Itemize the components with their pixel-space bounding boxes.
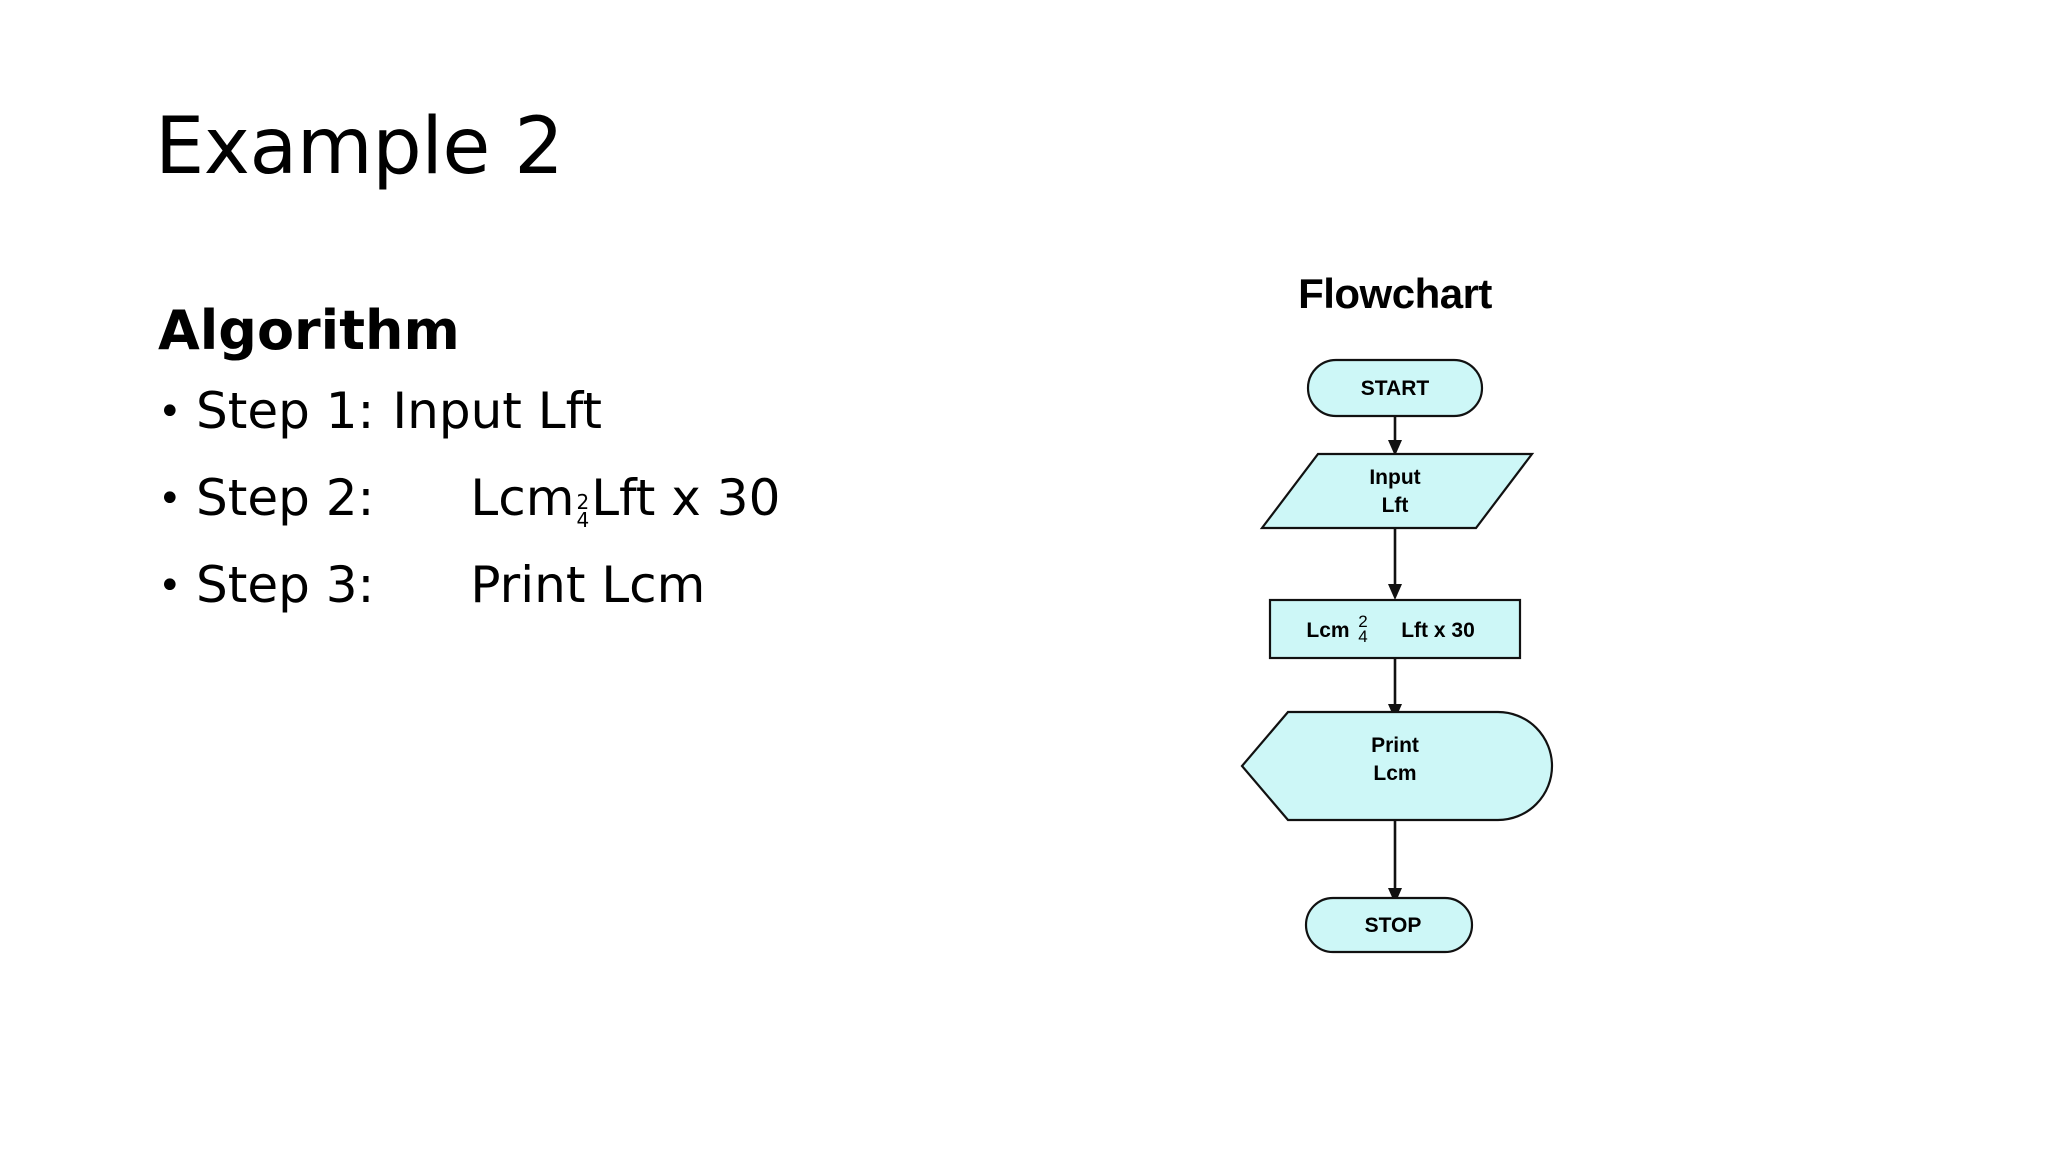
arrowhead-icon xyxy=(1388,584,1402,600)
flowchart-node-process[interactable]: Lcm 2 4 Lft x 30 xyxy=(1268,598,1522,660)
flowchart-node-start[interactable]: START xyxy=(1306,358,1484,418)
step-1-label: Step 1: xyxy=(196,381,375,440)
algorithm-step-1: • Step 1: Input Lft xyxy=(158,368,998,455)
missing-glyph-box-icon: 2 4 xyxy=(576,489,590,533)
flowchart-node-stop[interactable]: STOP xyxy=(1304,896,1474,954)
parallelogram-shape xyxy=(1259,452,1535,530)
node-input-label-line2: Lft xyxy=(1382,494,1409,517)
process-rectangle-shape xyxy=(1268,598,1522,660)
node-print-label-line1: Print xyxy=(1371,734,1419,757)
flowchart-diagram: START Input Lft Lcm 2 4 Lft x 30 Print L… xyxy=(1240,358,1554,954)
algorithm-heading: Algorithm xyxy=(158,299,460,362)
bullet-icon: • xyxy=(158,388,182,435)
bullet-icon: • xyxy=(158,475,182,522)
terminator-shape xyxy=(1304,896,1474,954)
bullet-icon: • xyxy=(158,562,182,609)
step-2-body-before: Lcm xyxy=(470,468,575,527)
node-process-label-suffix: Lft x 30 xyxy=(1401,619,1475,642)
node-input-label-line1: Input xyxy=(1369,466,1420,489)
step-1-body: Input Lft xyxy=(392,381,602,440)
flowchart-heading: Flowchart xyxy=(1298,270,1492,317)
algorithm-section: Algorithm • Step 1: Input Lft • Step 2: … xyxy=(158,300,998,629)
node-start-label: START xyxy=(1361,377,1430,400)
algorithm-step-2: • Step 2: Lcm 2 4 Lft x 30 xyxy=(158,455,998,542)
step-2-label: Step 2: xyxy=(196,468,375,527)
arrowhead-icon xyxy=(1388,440,1402,456)
algorithm-step-3: • Step 3: Print Lcm xyxy=(158,542,998,629)
node-stop-label: STOP xyxy=(1365,914,1422,937)
flowchart-section: Flowchart START Input Lft xyxy=(1180,270,1610,1060)
tofu-top-digit: 2 xyxy=(1358,612,1367,631)
step-3-label: Step 3: xyxy=(196,555,375,614)
node-process-label-prefix: Lcm xyxy=(1306,619,1349,642)
step-3-body: Print Lcm xyxy=(470,555,706,614)
flowchart-node-input[interactable]: Input Lft xyxy=(1259,452,1535,530)
flowchart-node-print[interactable]: Print Lcm xyxy=(1240,710,1554,822)
display-shape xyxy=(1240,710,1554,822)
node-print-label-line2: Lcm xyxy=(1373,762,1416,785)
page-title: Example 2 xyxy=(155,102,564,192)
tofu-bottom-digit: 4 xyxy=(576,508,590,533)
step-2-body-after: Lft x 30 xyxy=(591,468,781,527)
arrowhead-icon xyxy=(1388,888,1402,904)
flowchart-connectors xyxy=(1388,416,1402,904)
terminator-shape xyxy=(1306,358,1484,418)
tofu-bottom-digit: 4 xyxy=(1358,627,1367,646)
tofu-top-digit: 2 xyxy=(576,489,590,514)
